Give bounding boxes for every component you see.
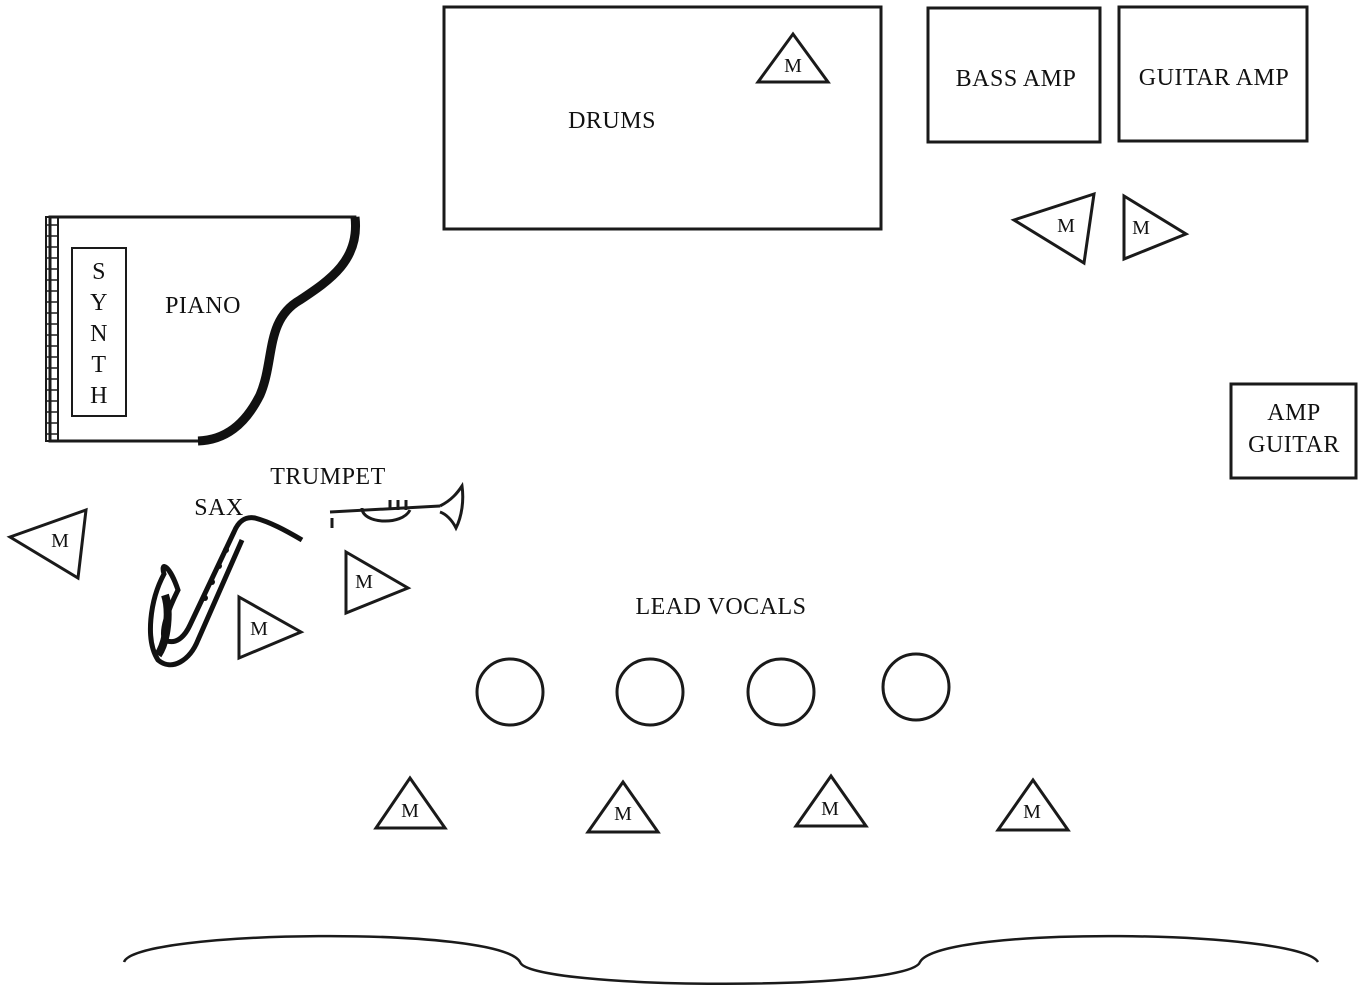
side-guitar-amp-box (1229, 382, 1358, 480)
microphone-triangle-icon: M (344, 549, 412, 616)
vocalist-position (475, 657, 545, 727)
microphone-triangle-icon: M (373, 775, 448, 830)
sax-label: SAX (194, 495, 244, 521)
trumpet: TRUMPET (270, 464, 465, 532)
mic-label: M (401, 800, 419, 822)
mic-label: M (614, 803, 632, 825)
mic-label: M (1057, 215, 1075, 237)
mic-label: M (355, 571, 373, 593)
side-guitar-amp: AMP GUITAR (1229, 382, 1358, 480)
microphone-triangle-icon: M (755, 31, 831, 84)
lead-vocals: LEAD VOCALS (475, 594, 951, 727)
microphone-triangle-icon: M (995, 777, 1071, 832)
synth: S Y N T H (71, 247, 127, 417)
trumpet-icon (329, 481, 465, 532)
lead-vocals-label: LEAD VOCALS (635, 594, 806, 620)
vocalist-position (615, 657, 685, 727)
piano-keys (46, 224, 58, 435)
sax: SAX (147, 495, 304, 668)
trumpet-label: TRUMPET (270, 464, 386, 490)
bass-amp-box (926, 6, 1102, 144)
mic-label: M (784, 55, 802, 77)
drums-area: DRUMS (442, 5, 883, 231)
microphone-triangle-icon: M (1122, 193, 1190, 262)
synth-letter: H (90, 383, 108, 409)
mic-label: M (821, 798, 839, 820)
piano-keyboard (45, 216, 59, 442)
vocalist-position (881, 652, 951, 722)
mic-label: M (250, 618, 268, 640)
vocalist-position (746, 657, 816, 727)
mic-label: M (1023, 801, 1041, 823)
microphones: M M M M M M M M (6, 31, 1190, 834)
side-amp-label-line1: AMP (1267, 400, 1321, 426)
mic-label: M (51, 530, 69, 552)
piano-lid-edge (197, 216, 361, 446)
guitar-amp: GUITAR AMP (1117, 5, 1309, 143)
microphone-triangle-icon: M (6, 507, 88, 581)
saxophone-icon (147, 515, 304, 668)
synth-letter: T (91, 352, 106, 378)
bass-amp-label: BASS AMP (956, 66, 1077, 92)
drums-riser (442, 5, 883, 231)
microphone-triangle-icon: M (237, 594, 305, 661)
microphone-triangle-icon: M (1010, 191, 1096, 266)
side-amp-label-line2: GUITAR (1248, 432, 1340, 458)
synth-box (71, 247, 127, 417)
bass-amp: BASS AMP (926, 6, 1102, 144)
piano: PIANO (45, 215, 361, 446)
stage-edge-icon (122, 934, 1320, 985)
guitar-amp-box (1117, 5, 1309, 143)
microphone-triangle-icon: M (585, 779, 661, 834)
piano-label: PIANO (165, 293, 241, 319)
guitar-amp-label: GUITAR AMP (1139, 65, 1289, 91)
synth-letter: N (90, 321, 108, 347)
synth-letter: S (92, 259, 106, 285)
mic-label: M (1132, 217, 1150, 239)
synth-letter: Y (90, 290, 108, 316)
microphone-triangle-icon: M (793, 773, 869, 828)
drums-label: DRUMS (568, 108, 656, 134)
